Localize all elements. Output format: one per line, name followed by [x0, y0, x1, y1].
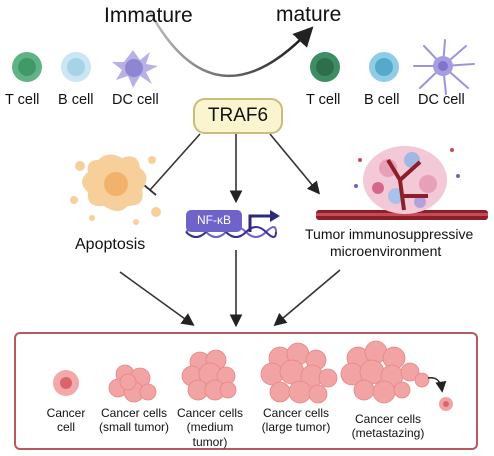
- nfkb-label: NF-κB: [197, 213, 231, 227]
- arrow-tumor: [269, 133, 321, 195]
- tumor-microenvironment-label-line1: Tumor immunosuppressive: [305, 226, 474, 242]
- inhibit-arrow-apoptosis: [149, 133, 201, 191]
- immature-t-cell-icon: [12, 52, 42, 82]
- mature-label: mature: [276, 3, 342, 26]
- immature-t-cell-label: T cell: [5, 92, 40, 108]
- mature-b-cell-icon: [369, 52, 399, 82]
- medium-tumor-icon: [181, 349, 237, 401]
- traf6-box: TRAF6: [193, 98, 283, 134]
- metastatic-cell-icon: [439, 397, 453, 411]
- tumor-microenvironment-label-line2: microenvironment: [330, 243, 442, 259]
- nfkb-box: [186, 210, 242, 232]
- large-tumor-icon: [260, 342, 338, 404]
- mature-dc-cell-label: DC cell: [418, 92, 465, 108]
- stage-large-tumor-label: Cancer cells(large tumor): [261, 406, 331, 435]
- maturation-arrow: [148, 11, 314, 78]
- cancer-progression-panel: [14, 332, 478, 450]
- mature-b-cell-label: B cell: [364, 92, 400, 108]
- immature-b-cell-icon: [61, 52, 91, 82]
- apoptosis-cell-icon: [70, 154, 161, 225]
- tumor-microenvironment-icon: [316, 146, 488, 220]
- cancer-cell-icon: [53, 370, 79, 396]
- mature-dc-cell-icon: [413, 39, 475, 95]
- mature-t-cell-icon: [310, 52, 340, 82]
- immature-dc-cell-icon: [112, 50, 158, 88]
- metastasizing-tumor-icon: [340, 340, 430, 404]
- small-tumor-icon: [108, 364, 157, 403]
- apoptosis-label: Apoptosis: [75, 236, 146, 253]
- stage-metastasizing-label: Cancer cells(metastazing): [351, 412, 425, 441]
- mature-t-cell-label: T cell: [306, 92, 341, 108]
- immature-b-cell-label: B cell: [58, 92, 94, 108]
- metastasis-arrow: [427, 377, 447, 393]
- immature-label: Immature: [104, 4, 193, 27]
- transcription-arrow-icon: [248, 214, 272, 232]
- stage-small-tumor-label: Cancer cells(small tumor): [98, 406, 169, 435]
- arrow-apoptosis-down: [119, 271, 195, 326]
- arrow-tumor-down: [273, 269, 341, 327]
- immature-dc-cell-label: DC cell: [112, 92, 159, 108]
